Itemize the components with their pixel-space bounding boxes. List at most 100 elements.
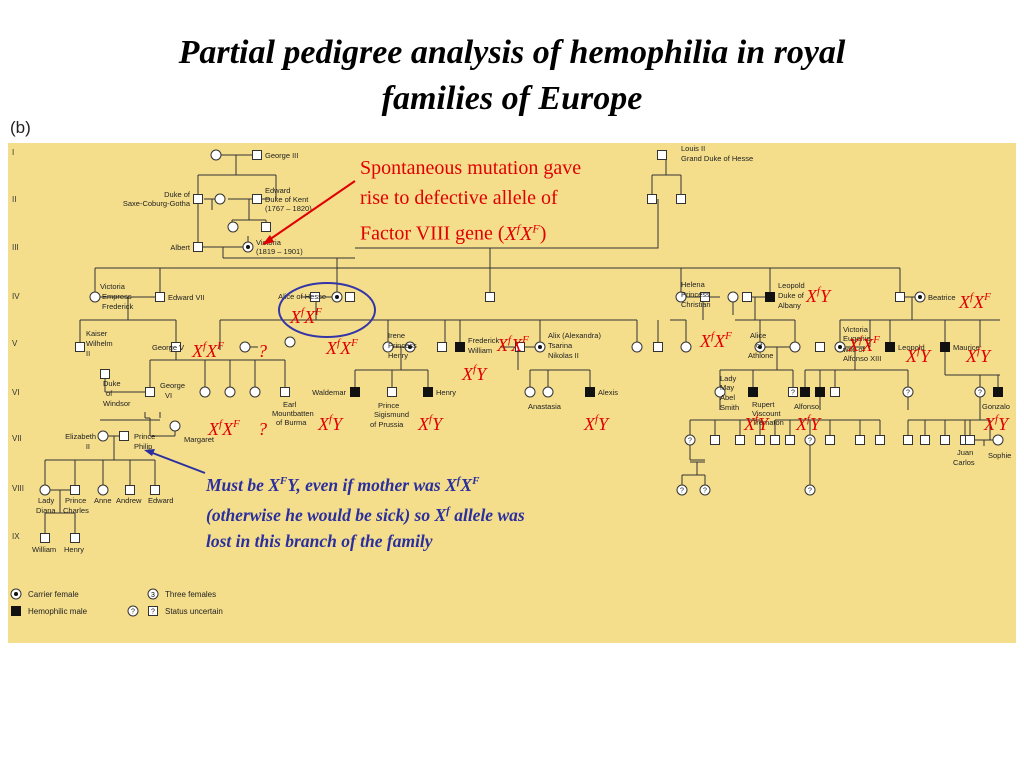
person-label: Prince bbox=[378, 401, 399, 410]
male-symbol bbox=[485, 292, 495, 302]
male-symbol bbox=[387, 387, 397, 397]
person-label: Christian bbox=[681, 300, 711, 309]
person-label: Beatrice bbox=[928, 293, 956, 302]
person-label: Saxe-Coburg-Gotha bbox=[123, 199, 191, 208]
genotype-maurice: XfY bbox=[965, 345, 992, 366]
person-labels: George III Louis II Grand Duke of Hesse … bbox=[32, 144, 1011, 554]
pedigree-lines bbox=[44, 154, 1000, 538]
male-symbol bbox=[825, 435, 835, 445]
female-symbol bbox=[227, 221, 239, 233]
male-symbol bbox=[830, 387, 840, 397]
genotype-question: ? bbox=[258, 341, 267, 361]
male-symbol bbox=[855, 435, 865, 445]
female-symbol bbox=[224, 386, 236, 398]
male-symbol bbox=[770, 435, 780, 445]
male-symbol bbox=[437, 342, 447, 352]
alice-hesse-carrier-symbol bbox=[331, 291, 343, 303]
person-label: Maurice bbox=[953, 343, 980, 352]
person-label: Leopold bbox=[778, 281, 805, 290]
male-symbol bbox=[280, 387, 290, 397]
person-label: Duke of bbox=[164, 190, 191, 199]
gen-label: VII bbox=[12, 434, 22, 443]
andrew-symbol bbox=[125, 485, 135, 495]
legend-three-label: Three females bbox=[165, 590, 216, 599]
male-symbol bbox=[657, 150, 667, 160]
genotype-leopold: XfY bbox=[805, 285, 832, 306]
genotype-irene: XfXF bbox=[325, 337, 358, 358]
genotype-question-2: ? bbox=[258, 419, 267, 439]
person-label: Nikolas II bbox=[548, 351, 579, 360]
henry-g9-symbol bbox=[70, 533, 80, 543]
person-label: George V bbox=[152, 343, 184, 352]
person-label: Louis II bbox=[681, 144, 705, 153]
rupert-hemophilic-symbol bbox=[748, 387, 758, 397]
leopold-b-hemophilic-symbol bbox=[885, 342, 895, 352]
person-label: (1819 – 1901) bbox=[256, 247, 303, 256]
person-label: II bbox=[86, 442, 90, 451]
person-label: Henry bbox=[64, 545, 84, 554]
genotype-leopold-b: XfY bbox=[905, 345, 932, 366]
male-symbol bbox=[895, 292, 905, 302]
mutation-annotation: Spontaneous mutation gave rise to defect… bbox=[360, 153, 581, 249]
uncertain-symbol bbox=[804, 434, 816, 446]
genotype-alice-athlone: XfXF bbox=[699, 330, 732, 351]
person-label: George bbox=[160, 381, 185, 390]
sophie-symbol bbox=[992, 434, 1004, 446]
person-label: George III bbox=[265, 151, 298, 160]
maurice-hemophilic-symbol bbox=[940, 342, 950, 352]
person-label: Kaiser bbox=[86, 329, 108, 338]
person-label: Alfonso bbox=[794, 402, 819, 411]
genotype-alexis: XfY bbox=[583, 413, 610, 434]
note-line-1: Must be XFY, even if mother was XfXF bbox=[206, 474, 480, 495]
charles-symbol bbox=[70, 485, 80, 495]
person-label: Rupert bbox=[752, 400, 775, 409]
person-label: Athlone bbox=[748, 351, 773, 360]
female-symbol bbox=[214, 193, 226, 205]
person-label: Waldemar bbox=[312, 388, 346, 397]
legend-three-number: 3 bbox=[151, 592, 155, 599]
male-symbol bbox=[193, 194, 203, 204]
person-label: Henry bbox=[436, 388, 456, 397]
legend-hemophilic-label: Hemophilic male bbox=[28, 607, 88, 616]
male-symbol bbox=[75, 342, 85, 352]
person-label: Victoria bbox=[100, 282, 126, 291]
genotype-alix: XfXF bbox=[496, 334, 529, 355]
person-label: Edward VII bbox=[168, 293, 205, 302]
male-symbol bbox=[755, 435, 765, 445]
person-label: of bbox=[106, 389, 113, 398]
person-label: Prince bbox=[134, 432, 155, 441]
person-label: Andrew bbox=[116, 496, 142, 505]
gen-label: IX bbox=[12, 532, 20, 541]
person-label: Abel bbox=[720, 393, 735, 402]
person-label: Elizabeth bbox=[65, 432, 96, 441]
male-symbol bbox=[742, 292, 752, 302]
female-symbol bbox=[542, 386, 554, 398]
male-symbol bbox=[735, 435, 745, 445]
title-line-1: Partial pedigree analysis of hemophilia … bbox=[178, 34, 846, 71]
uncertain-symbol bbox=[902, 386, 914, 398]
person-label: Gonzalo bbox=[982, 402, 1010, 411]
genotype-waldemar: XfY bbox=[317, 413, 344, 434]
person-label: Carlos bbox=[953, 458, 975, 467]
person-label: Edward bbox=[265, 186, 290, 195]
henry-hemophilic-symbol bbox=[423, 387, 433, 397]
person-label: Helena bbox=[681, 280, 706, 289]
george6-symbol bbox=[145, 387, 155, 397]
female-symbol bbox=[210, 149, 222, 161]
alix-carrier-symbol bbox=[534, 341, 546, 353]
mutation-arrow bbox=[262, 180, 356, 245]
male-symbol bbox=[710, 435, 720, 445]
person-label: Frederick bbox=[102, 302, 134, 311]
genotype-alfonso: XfY bbox=[795, 413, 822, 434]
person-label: Empress bbox=[102, 292, 132, 301]
person-label: Princess bbox=[388, 341, 417, 350]
uncertain-symbol bbox=[788, 387, 798, 398]
person-label: Sophie bbox=[988, 451, 1011, 460]
gonzalo-hemophilic-symbol bbox=[993, 387, 1003, 397]
juan-carlos-symbol bbox=[965, 435, 975, 445]
female-symbol bbox=[680, 341, 692, 353]
person-label: Charles bbox=[63, 506, 89, 515]
female-symbol bbox=[789, 341, 801, 353]
leopold-hemophilic-symbol bbox=[765, 292, 775, 302]
